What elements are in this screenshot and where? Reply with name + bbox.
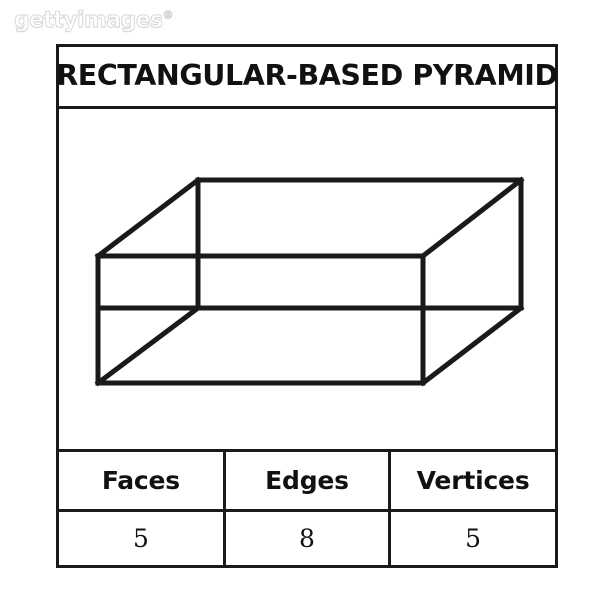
column-header-vertices: Vertices: [388, 452, 555, 512]
table-row: 5 8 5: [59, 510, 555, 565]
edge-top-right-receding: [419, 176, 525, 260]
registered-trademark-icon: ®: [162, 8, 174, 22]
watermark-text: gettyimages: [14, 8, 164, 34]
value-vertices: 5: [388, 510, 555, 565]
cuboid-wireframe-diagram: [94, 176, 525, 387]
edge-top-left-receding: [94, 176, 202, 260]
edge-bottom-right-receding: [419, 304, 525, 387]
value-faces: 5: [59, 510, 226, 565]
figure-area: [59, 109, 555, 455]
table-header-row: Faces Edges Vertices: [59, 452, 555, 512]
shape-properties-table: Faces Edges Vertices 5 8 5: [59, 449, 555, 565]
shape-info-card: RECTANGULAR-BASED PYRAMID: [56, 44, 558, 568]
value-edges: 8: [222, 510, 392, 565]
getty-images-watermark: gettyimages®: [14, 8, 175, 34]
title-band: RECTANGULAR-BASED PYRAMID: [56, 47, 558, 109]
edge-bottom-left-receding: [94, 304, 202, 387]
column-header-edges: Edges: [222, 452, 392, 512]
page-title: RECTANGULAR-BASED PYRAMID: [56, 59, 558, 93]
column-header-faces: Faces: [59, 452, 226, 512]
